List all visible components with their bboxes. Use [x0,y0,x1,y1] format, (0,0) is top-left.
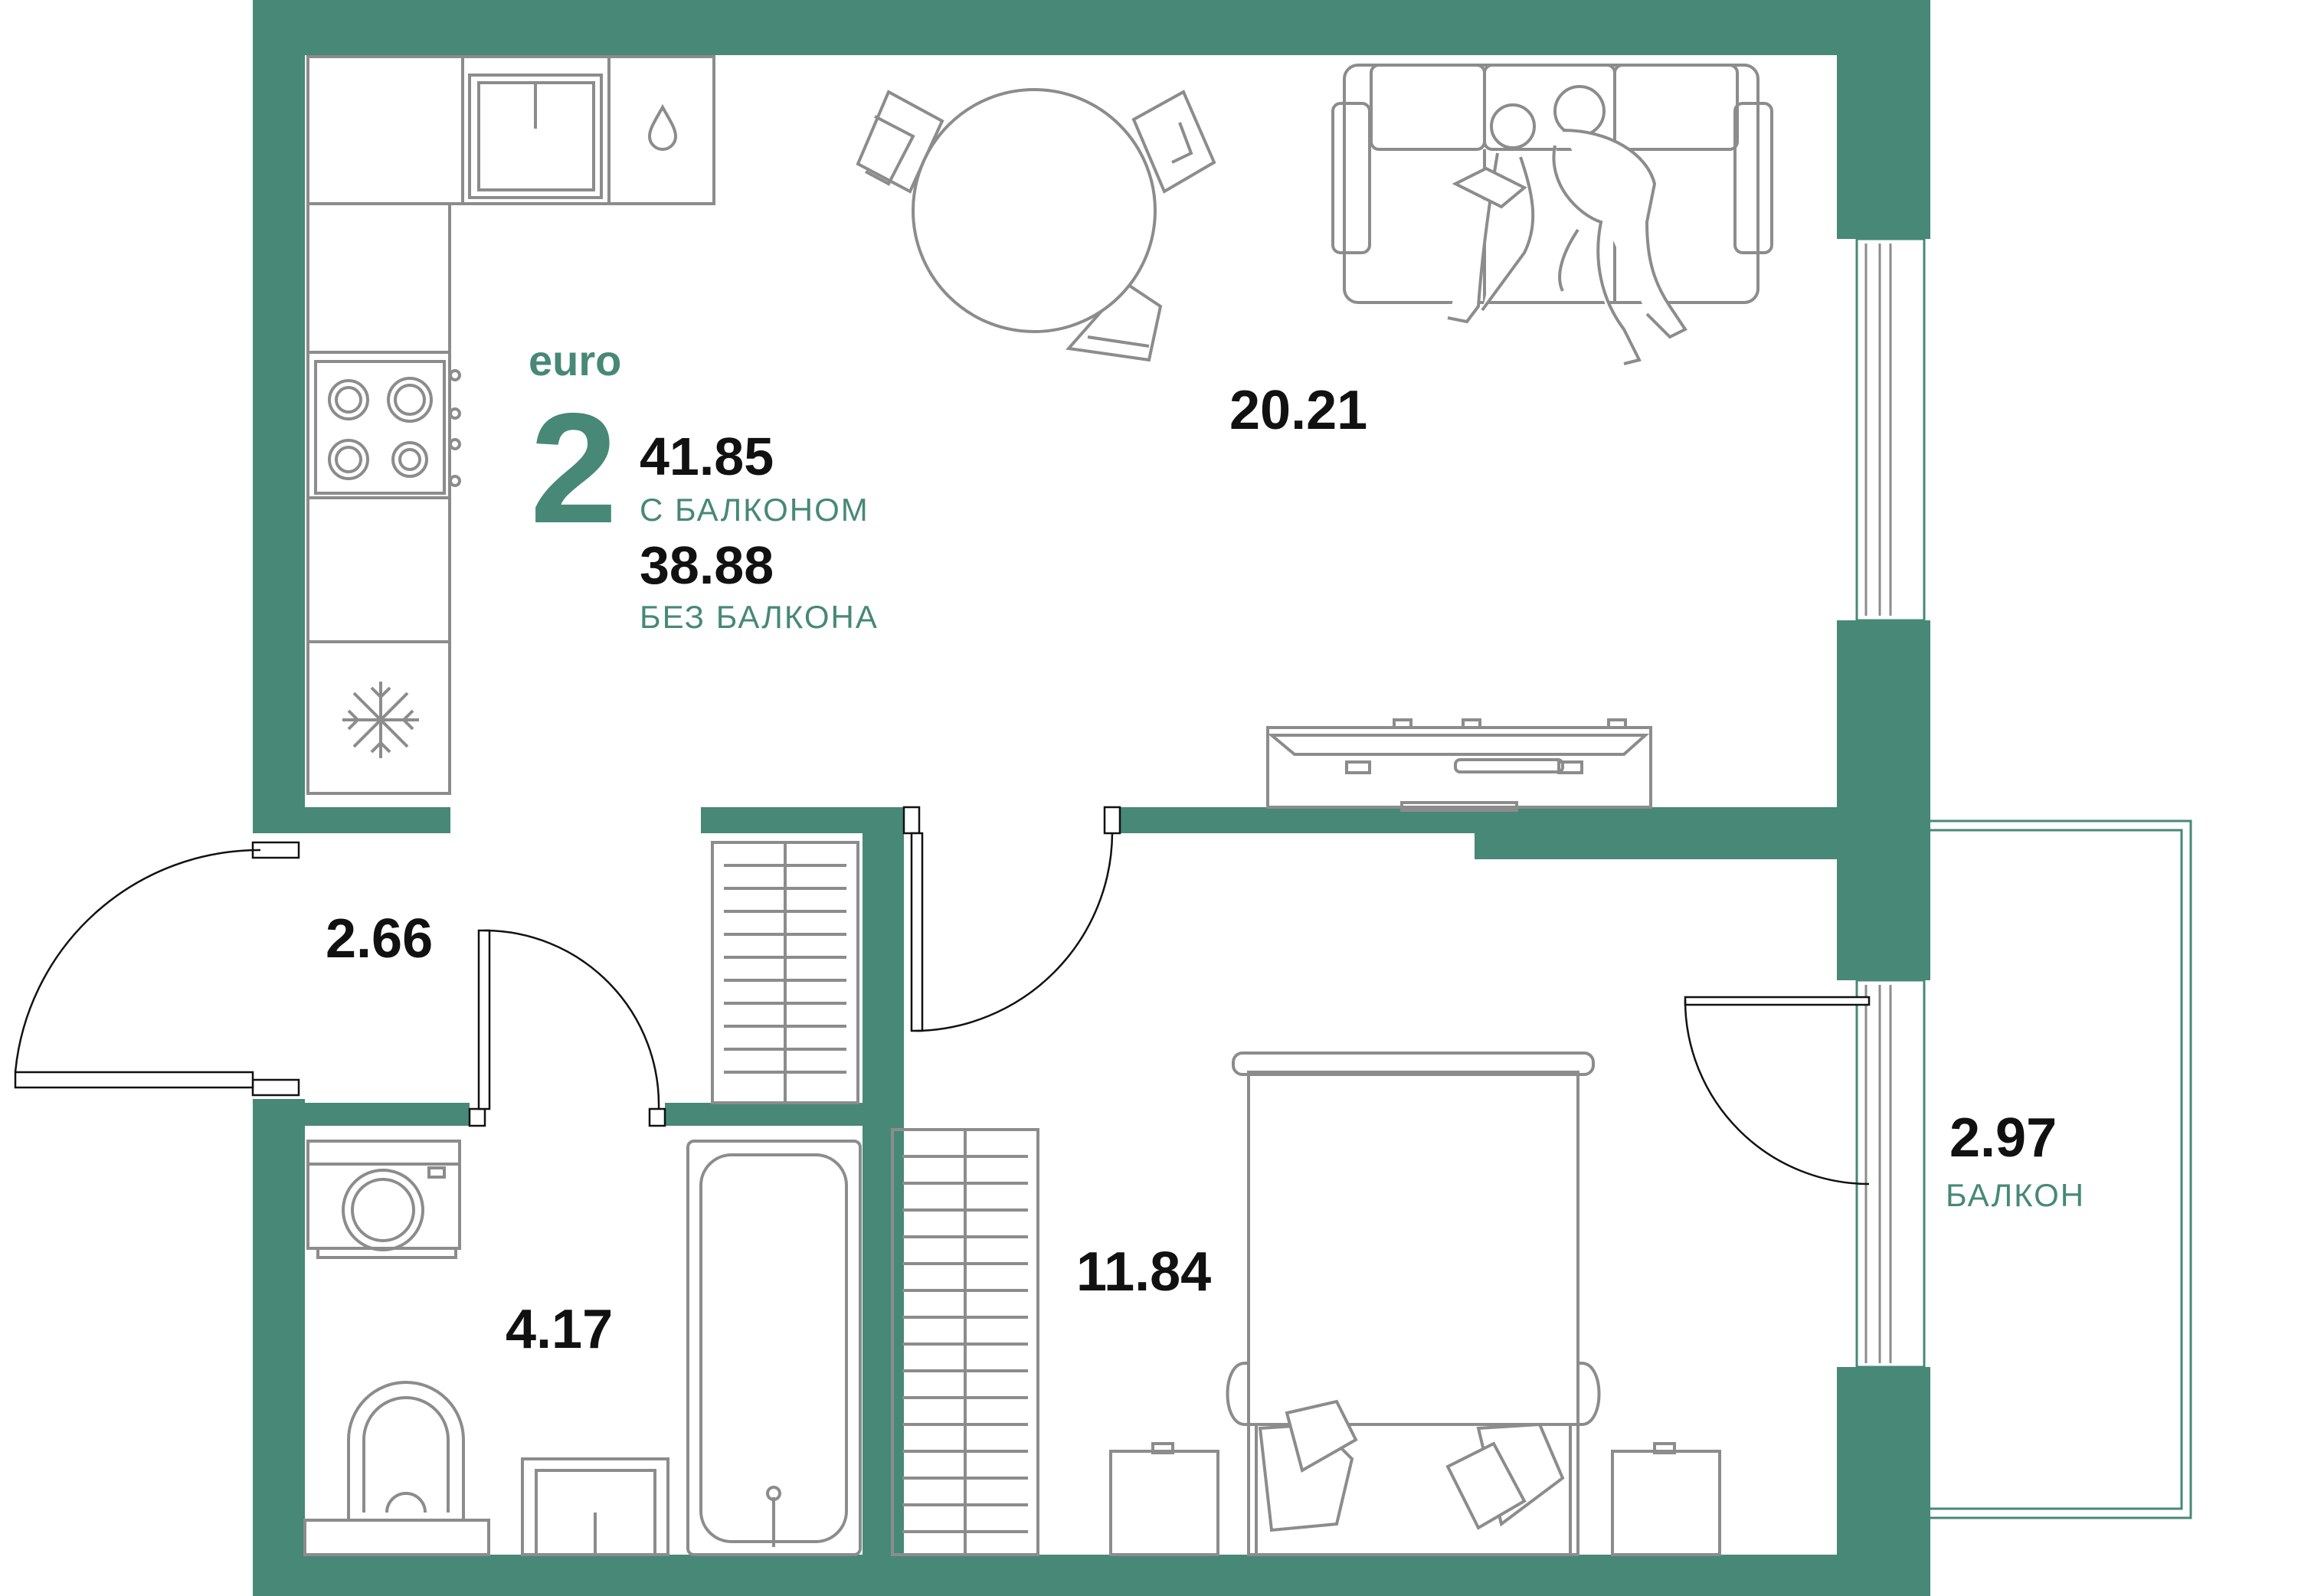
toilet-icon [303,1381,490,1556]
door-swing-icon [1684,996,1871,1186]
sink-icon [521,1457,669,1556]
door-swing-icon [14,841,300,1097]
bed-icon [1226,1051,1601,1556]
stove-icon [314,360,461,495]
apartment-type-label: euro [529,336,621,384]
bathtub-icon [686,1140,862,1556]
tv-stand-icon [1266,718,1652,812]
sink-icon [468,74,603,199]
room-area-living-kitchen: 20.21 [1229,380,1367,441]
door-swing-icon [468,929,666,1127]
walls [253,0,1930,1596]
door-swing-icon [902,806,1121,1032]
water-drop-icon [647,103,678,151]
room-area-bathroom: 4.17 [506,1299,613,1360]
nightstand [1611,1442,1721,1556]
room-area-balcony: 2.97 [1949,1107,2057,1169]
room-area-hall: 2.66 [326,908,433,970]
nightstand [1109,1442,1219,1556]
balcony-door-window [1855,979,1926,1369]
people-icon [1447,85,1687,365]
with-balcony-label: С БАЛКОНОМ [640,492,869,528]
total-area-with-balcony: 41.85 [640,427,774,486]
without-balcony-label: БЕЗ БАЛКОНА [640,599,879,635]
total-area-without-balcony: 38.88 [640,535,774,595]
radiator-icon [711,841,859,1104]
sofa-icon [1331,64,1773,304]
kitchen-counter [306,55,715,795]
apartment-summary: euro 2 41.85 С БАЛКОНОМ 38.88 БЕЗ БАЛКОН… [529,336,879,635]
balcony-outline [1930,819,2192,1519]
snowflake-icon [342,682,419,758]
radiator-icon [891,1128,1039,1556]
balcony-label: БАЛКОН [1946,1177,2085,1213]
room-area-bedroom: 11.84 [1076,1241,1211,1303]
dining-table-icon [856,88,1216,362]
rooms-count: 2 [530,381,617,556]
window-icon [1855,237,1926,622]
washing-machine-icon [306,1140,461,1259]
